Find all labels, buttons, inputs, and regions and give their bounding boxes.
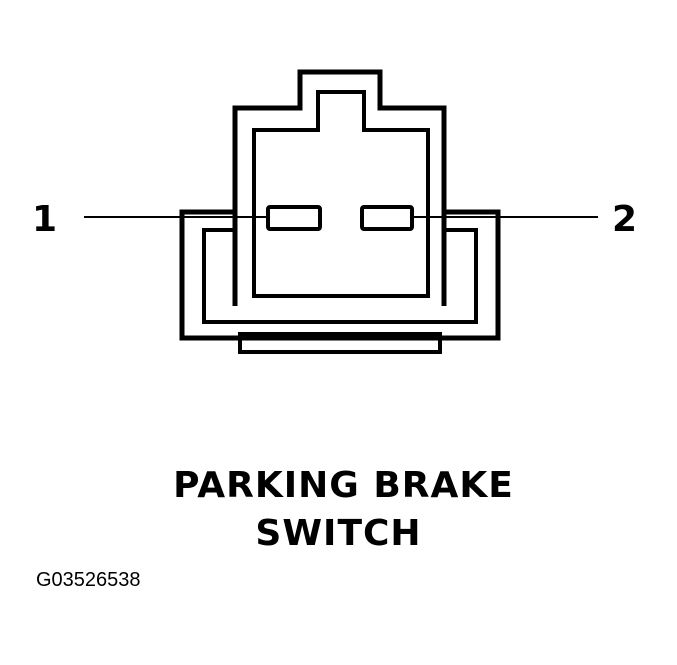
pin-1-label: 1 bbox=[32, 199, 58, 240]
housing-upper-tower bbox=[232, 69, 447, 306]
housing-tower-inner-outline bbox=[252, 90, 430, 298]
connector-housing bbox=[179, 69, 501, 354]
diagram-title-line-1: PARKING BRAKE bbox=[173, 465, 514, 506]
figure-id: G03526538 bbox=[36, 569, 141, 591]
diagram-title-line-2: SWITCH bbox=[255, 513, 422, 554]
terminal-pin-1 bbox=[266, 205, 322, 231]
terminal-pin-2 bbox=[360, 205, 414, 231]
pin-2-label: 2 bbox=[612, 199, 638, 240]
housing-base-flange bbox=[238, 332, 442, 354]
